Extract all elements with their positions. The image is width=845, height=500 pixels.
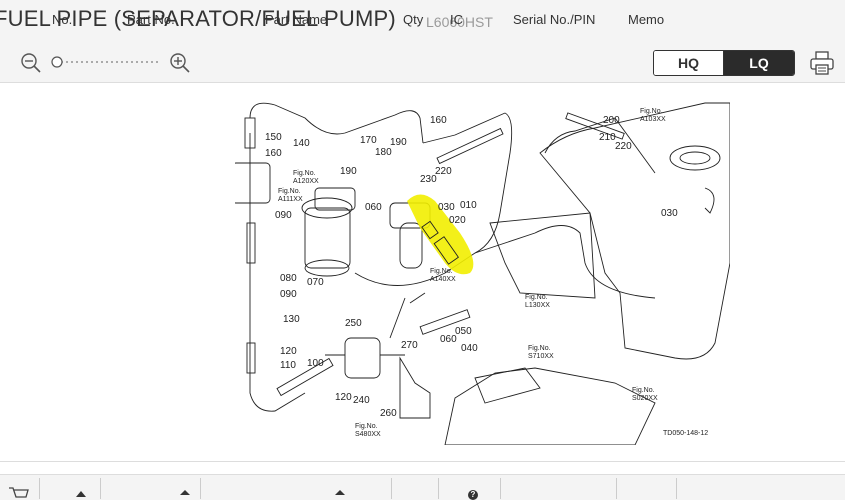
fig-ref: Fig.No.: [525, 294, 548, 301]
help-icon[interactable]: ?: [468, 490, 478, 500]
diagram-canvas[interactable]: [0, 83, 845, 462]
sort-icon[interactable]: [76, 491, 86, 497]
fig-ref: Fig.No.: [430, 268, 453, 275]
callout-label: 260: [380, 408, 397, 419]
fig-ref: S020XX: [632, 395, 658, 402]
fig-ref: A120XX: [293, 178, 319, 185]
column-qty[interactable]: Qty: [403, 12, 424, 27]
fig-ref: Fig.No.: [355, 423, 378, 430]
callout-label: 120: [280, 346, 297, 357]
column-ic[interactable]: IC: [450, 12, 463, 27]
column-part-no[interactable]: Part No.: [127, 12, 175, 27]
fig-ref: A103XX: [640, 116, 666, 123]
callout-label: 220: [615, 141, 632, 152]
column-divider: [100, 478, 101, 499]
callout-label: 140: [293, 138, 310, 149]
page-title: FUEL PIPE (SEPARATOR/FUEL PUMP): [0, 6, 396, 31]
quality-hq-button[interactable]: HQ: [654, 51, 724, 75]
column-divider: [616, 478, 617, 499]
callout-label: 150: [265, 132, 282, 143]
callout-label: 180: [375, 147, 392, 158]
zoom-out-icon[interactable]: [20, 52, 42, 74]
callout-label: 250: [345, 318, 362, 329]
page-header: FUEL PIPE (SEPARATOR/FUEL PUMP) L6060HST: [0, 0, 845, 42]
callout-label: 210: [599, 132, 616, 143]
column-no[interactable]: No.: [52, 12, 73, 27]
callout-label: 160: [265, 148, 282, 159]
sort-icon[interactable]: [335, 490, 345, 495]
callout-label: 230: [420, 174, 437, 185]
callout-label: 080: [280, 273, 297, 284]
fig-ref: L130XX: [525, 302, 550, 309]
callout-label: 160: [430, 115, 447, 126]
parts-table-header: [0, 474, 845, 500]
callout-label: 030: [661, 208, 678, 219]
callout-label: 030: [438, 202, 455, 213]
fig-ref: S710XX: [528, 353, 554, 360]
callout-label: 020: [449, 215, 466, 226]
callout-label: 130: [283, 314, 300, 325]
callout-label: 220: [435, 166, 452, 177]
fig-ref: Fig.No.: [293, 170, 316, 177]
model-code: L6060HST: [426, 14, 493, 30]
cart-icon[interactable]: [8, 486, 30, 499]
printer-icon[interactable]: [809, 50, 835, 76]
column-part-name[interactable]: Part Name: [265, 12, 328, 27]
quality-toggle: HQ LQ: [653, 50, 795, 76]
zoom-slider-handle: [51, 56, 63, 68]
callout-label: 090: [280, 289, 297, 300]
column-serial[interactable]: Serial No./PIN: [513, 12, 596, 27]
callout-label: 190: [390, 137, 407, 148]
column-divider: [676, 478, 677, 499]
zoom-slider[interactable]: [50, 56, 160, 68]
fig-ref: Fig.No.: [632, 387, 655, 394]
sort-icon[interactable]: [180, 490, 190, 495]
column-divider: [500, 478, 501, 499]
column-divider: [438, 478, 439, 499]
callout-label: 120: [335, 392, 352, 403]
fig-ref: S480XX: [355, 431, 381, 438]
fig-ref: A111XX: [278, 196, 303, 203]
callout-label: 110: [280, 360, 296, 371]
callout-label: 270: [401, 340, 418, 351]
callout-label: 040: [461, 343, 478, 354]
column-memo[interactable]: Memo: [628, 12, 665, 27]
callout-label: 070: [307, 277, 324, 288]
fig-ref: Fig.No.: [528, 345, 551, 352]
callout-label: 100: [307, 358, 324, 369]
callout-label: 060: [440, 334, 457, 345]
callout-label: 060: [365, 202, 382, 213]
callout-label: 050: [455, 326, 472, 337]
column-divider: [39, 478, 40, 499]
callout-label: 240: [353, 395, 370, 406]
fig-ref: A140XX: [430, 276, 456, 283]
drawing-code: TD050-148-12: [663, 430, 708, 437]
callout-label: 170: [360, 135, 377, 146]
callout-label: 090: [275, 210, 292, 221]
column-divider: [391, 478, 392, 499]
quality-lq-button[interactable]: LQ: [724, 51, 794, 75]
callout-label: 200: [603, 115, 620, 126]
column-divider: [200, 478, 201, 499]
fig-ref: Fig.No.: [278, 188, 301, 195]
parts-diagram[interactable]: 150 160 140 170 180 190 160 220 230 190 …: [235, 93, 730, 445]
callout-label: 190: [340, 166, 357, 177]
callout-label: 010: [460, 200, 477, 211]
fig-ref: Fig.No.: [640, 108, 663, 115]
zoom-in-icon[interactable]: [169, 52, 191, 74]
